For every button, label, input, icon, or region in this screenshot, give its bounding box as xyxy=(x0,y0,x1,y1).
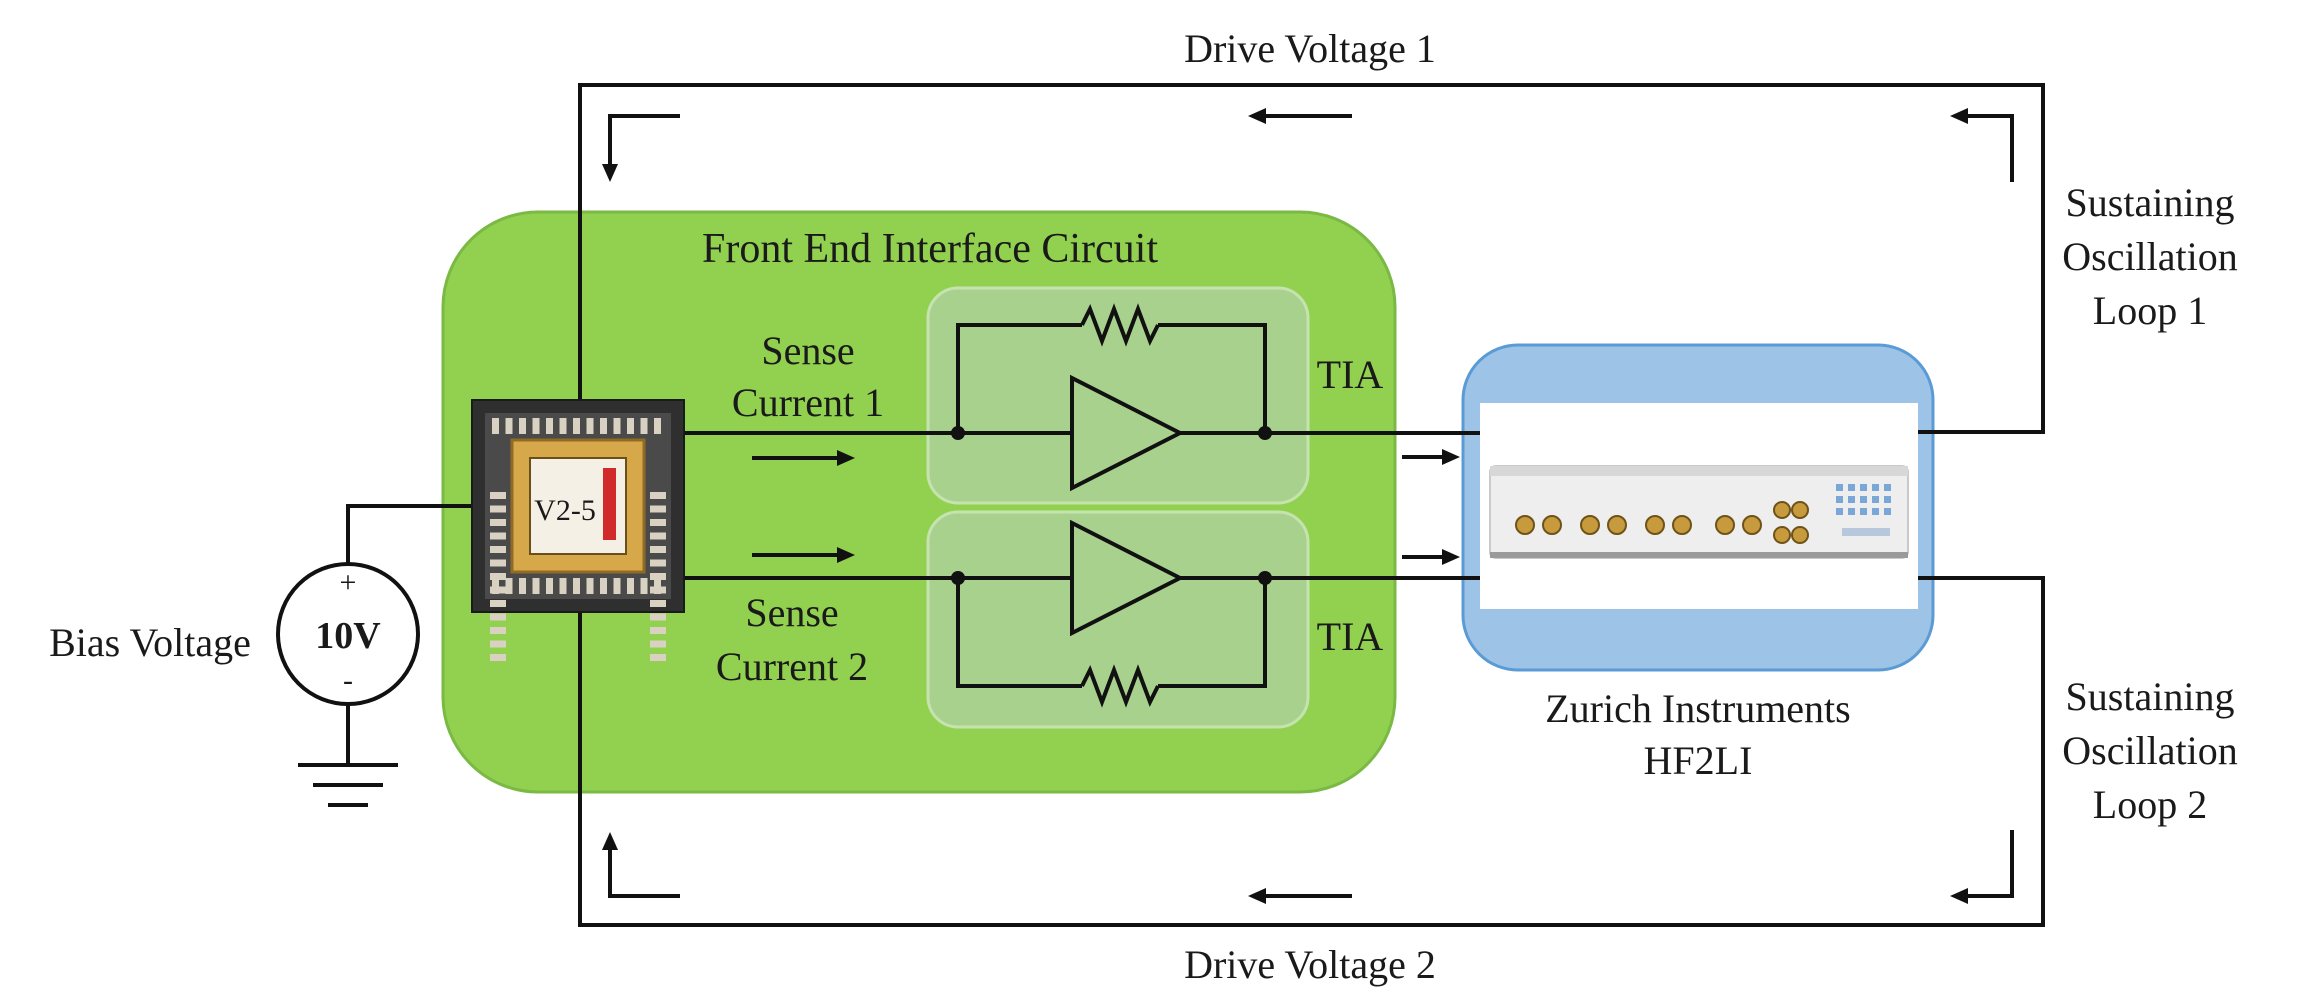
arrow-loop-1-top-right xyxy=(1950,108,2014,182)
sense-current-1-line2: Current 1 xyxy=(732,380,884,425)
arrow-drive-2-left xyxy=(1248,888,1352,904)
front-end-title: Front End Interface Circuit xyxy=(702,226,1158,272)
ground-icon xyxy=(298,763,398,807)
op-amp-icon xyxy=(1070,519,1185,637)
loop-1-line3: Loop 1 xyxy=(2093,288,2207,333)
loop-1-line2: Oscillation xyxy=(2062,234,2238,279)
arrow-drive-1-left xyxy=(1248,108,1352,124)
loop-2-line2: Oscillation xyxy=(2062,728,2238,773)
sense-current-1-line1: Sense xyxy=(761,328,854,373)
drive-voltage-2-wire xyxy=(578,576,2045,927)
resistor-icon xyxy=(1080,664,1160,708)
arrow-to-lockin-2 xyxy=(1402,549,1460,565)
tia-2-feedback-right xyxy=(1158,578,1267,688)
source-plus: + xyxy=(340,566,357,599)
arrow-sense-1 xyxy=(752,450,855,466)
drive-voltage-2-label: Drive Voltage 2 xyxy=(1184,942,1436,987)
voltage-source-icon xyxy=(276,562,420,706)
tia-1-feedback xyxy=(956,323,1082,433)
loop-2-line3: Loop 2 xyxy=(2093,782,2207,827)
tia-1-feedback-right xyxy=(1158,323,1267,433)
drive-voltage-1-label: Drive Voltage 1 xyxy=(1184,26,1436,71)
lockin-label-line1: Zurich Instruments xyxy=(1545,686,1851,731)
arrow-loop-2-bottom-left xyxy=(602,832,680,898)
arrow-to-lockin-1 xyxy=(1402,449,1460,465)
tia-2-feedback xyxy=(956,578,1082,688)
source-minus: - xyxy=(343,664,353,697)
chip-marking: V2-5 xyxy=(534,494,596,527)
tia-box-1 xyxy=(926,286,1310,505)
loop-2-line1: Sustaining xyxy=(2066,674,2235,719)
resistor-icon xyxy=(1080,303,1160,347)
arrow-loop-1-top-left xyxy=(602,114,680,182)
arrow-loop-2-bottom-right xyxy=(1950,830,2014,904)
op-amp-icon xyxy=(1070,374,1185,492)
loop-1-line1: Sustaining xyxy=(2066,180,2235,225)
source-value: 10V xyxy=(315,615,381,657)
sense-current-2-line1: Sense xyxy=(745,590,838,635)
arrow-sense-2 xyxy=(752,547,855,563)
sense-current-2-line2: Current 2 xyxy=(716,644,868,689)
lockin-label-line2: HF2LI xyxy=(1644,738,1753,783)
drive-voltage-1-wire xyxy=(578,83,2045,434)
mems-chip-icon: V2-5 xyxy=(471,399,685,661)
tia-2-label: TIA xyxy=(1317,614,1384,659)
bias-voltage-label: Bias Voltage xyxy=(49,620,251,665)
tia-box-2 xyxy=(926,510,1310,729)
bias-wire xyxy=(346,504,472,565)
tia-1-label: TIA xyxy=(1317,352,1384,397)
lock-in-amplifier-icon xyxy=(1480,403,1918,609)
